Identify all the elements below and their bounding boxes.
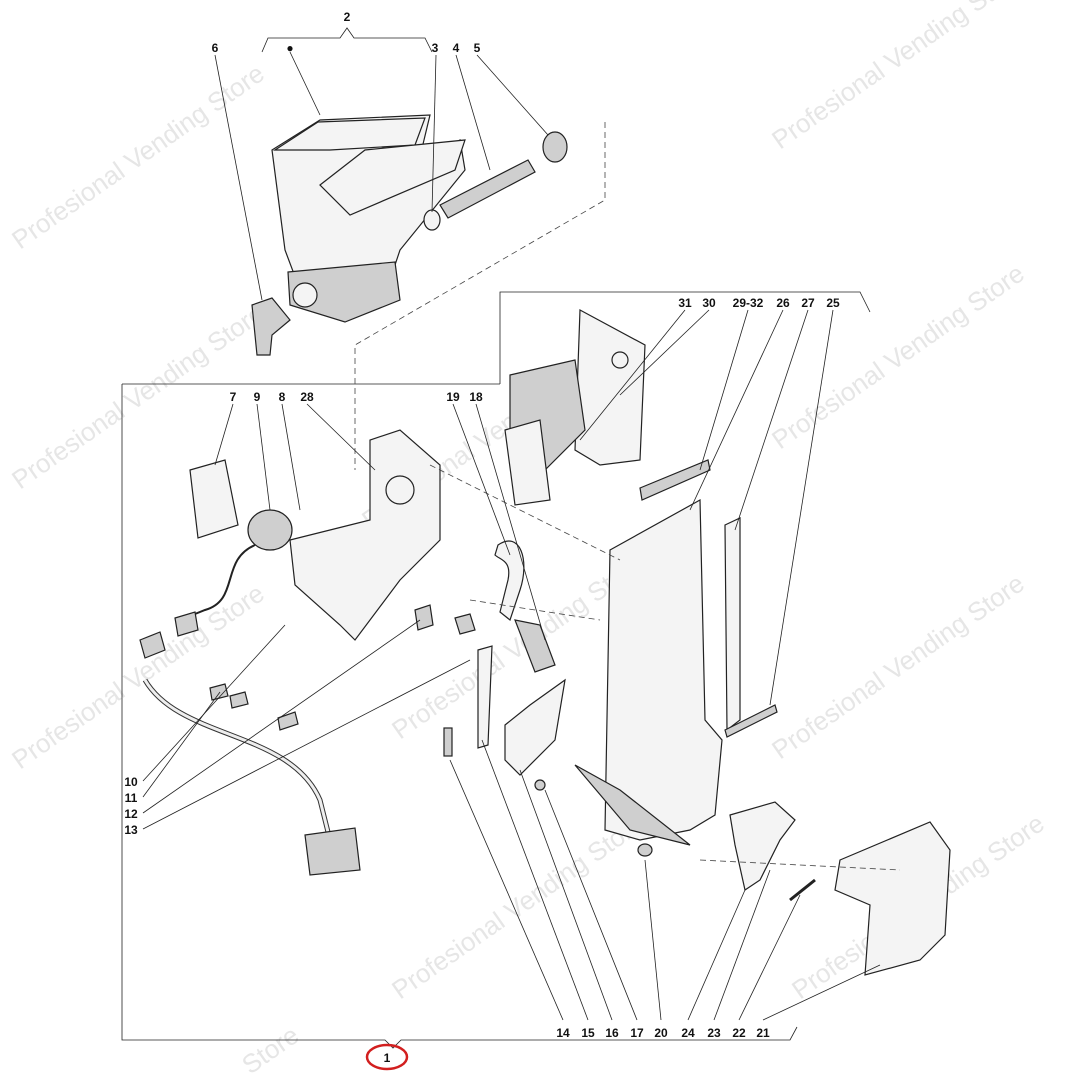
callout-label: 20: [654, 1026, 668, 1040]
callout-label: 22: [732, 1026, 746, 1040]
watermark: Store: [236, 1020, 304, 1080]
callouts-left-side: 10 11 12 13: [124, 775, 138, 837]
callouts-upper-right: 31 30 29-32 26 27 25: [678, 296, 840, 310]
callout-label: 16: [605, 1026, 619, 1040]
callout-label: 12: [124, 807, 138, 821]
callout-label: 9: [254, 390, 261, 404]
watermark: Profesional Vending Store: [6, 578, 269, 775]
callout-label: 29-32: [733, 296, 764, 310]
frame-plate: [574, 498, 778, 846]
callout-label: 5: [474, 41, 481, 55]
callout-label: 17: [630, 1026, 644, 1040]
callout-label: 11: [125, 791, 138, 805]
highlight-ring: [365, 1043, 409, 1071]
wiring-harness: [139, 611, 361, 876]
callout-label: 31: [678, 296, 692, 310]
callout-label: 8: [279, 390, 286, 404]
callout-label: 28: [300, 390, 314, 404]
callout-label: 6: [212, 41, 219, 55]
callout-label: 18: [469, 390, 483, 404]
callout-label: 25: [826, 296, 840, 310]
callouts-left-top: 7 9 8 28 19 18: [230, 390, 483, 404]
callout-label: 3: [432, 41, 439, 55]
callout-label: 26: [776, 296, 790, 310]
callouts-bottom: 14 15 16 17 20 24 23 22 21: [556, 1026, 770, 1040]
callout-label: 23: [707, 1026, 721, 1040]
callout-label: 2: [344, 10, 351, 24]
motor-assembly: [504, 309, 711, 506]
callout-label: 27: [801, 296, 815, 310]
watermark: Profesional Vending Store: [766, 258, 1029, 455]
assembly-brackets: [121, 27, 871, 1049]
callout-label: 14: [556, 1026, 570, 1040]
callouts-top: 2 6 ● 3 4 5: [212, 10, 481, 55]
callout-label: 21: [756, 1026, 770, 1040]
callout-label: 24: [681, 1026, 695, 1040]
watermark: Profesional Vending Store: [386, 808, 649, 1005]
assembly-number: 1: [384, 1051, 391, 1065]
callout-label: 10: [124, 775, 138, 789]
small-parts: [414, 540, 951, 976]
watermark: Profesional Vending Store: [766, 0, 1029, 155]
callout-label: 15: [581, 1026, 595, 1040]
callout-label: 19: [446, 390, 460, 404]
hopper-part: [251, 114, 568, 356]
assembly-label: 1: [365, 1043, 409, 1071]
watermark: Profesional Vending Store: [6, 58, 269, 255]
bracket-block: [179, 429, 441, 641]
callout-label: 13: [124, 823, 138, 837]
callout-label: 4: [453, 41, 460, 55]
leader-lines: [142, 51, 881, 1021]
callout-label: 7: [230, 390, 237, 404]
callout-dot: ●: [286, 41, 293, 55]
watermark: Profesional Vending Store: [766, 568, 1029, 765]
callout-label: 30: [702, 296, 716, 310]
